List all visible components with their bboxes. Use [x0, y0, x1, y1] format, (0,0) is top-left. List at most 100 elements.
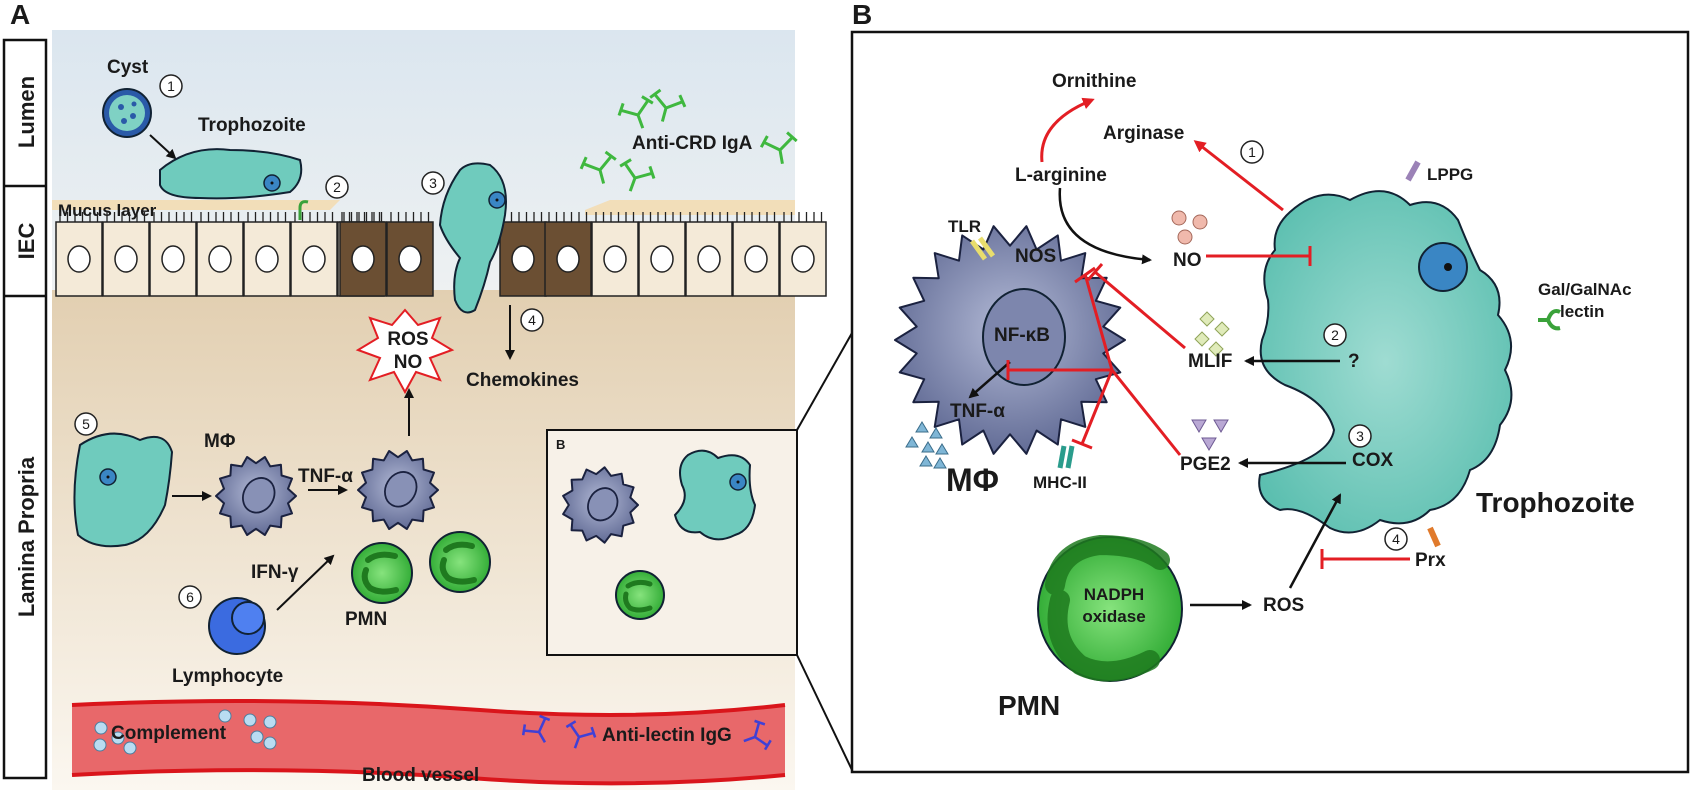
- trophozoite-label-b: Trophozoite: [1476, 487, 1635, 518]
- pmn-b: [1037, 534, 1183, 682]
- arginase-label: Arginase: [1103, 123, 1184, 144]
- macrophage-label-b: MΦ: [946, 462, 999, 498]
- no-label-a: NO: [394, 352, 423, 373]
- epithelial-cell: [732, 221, 780, 297]
- panel-a: A Lumen IEC Lamina Propria Mucus layer C…: [2, 0, 853, 790]
- macrophage-label-a: MΦ: [204, 431, 236, 452]
- trophozoite-lamina: [73, 432, 174, 548]
- anti-crd-iga-label: Anti-CRD IgA: [632, 133, 753, 154]
- region-lumen: Lumen: [14, 76, 39, 148]
- region-iec: IEC: [14, 223, 39, 260]
- epithelium: [55, 212, 827, 297]
- trophozoite-inset: [673, 449, 757, 541]
- inset-box-b: [546, 429, 798, 656]
- step-1-b: 1: [1240, 140, 1264, 164]
- trophozoite-nucleus: [1418, 242, 1468, 292]
- inset-b-label: B: [556, 437, 565, 452]
- panel-a-letter: A: [10, 0, 30, 30]
- ros-no-burst: [355, 308, 455, 395]
- pge2-label: PGE2: [1180, 454, 1231, 475]
- complement-molecules: [93, 709, 277, 755]
- pmn-a2: [429, 531, 491, 593]
- lppg-label: LPPG: [1427, 165, 1473, 184]
- galnac-label-1: Gal/GalNAc: [1538, 280, 1632, 299]
- svg-text:6: 6: [186, 589, 194, 605]
- epithelial-cell: [386, 221, 434, 297]
- mlif-molecules: [1194, 311, 1230, 357]
- tnf-triangles: [905, 421, 949, 469]
- tlr-marker: [969, 239, 988, 261]
- nadph-label-1: NADPH: [1084, 585, 1144, 604]
- mlif-label: MLIF: [1188, 351, 1232, 372]
- anti-lectin-igg-label: Anti-lectin IgG: [602, 725, 732, 746]
- region-bar: [2, 38, 48, 780]
- step-4-a: 4: [520, 308, 544, 332]
- svg-text:2: 2: [333, 179, 341, 195]
- pmn-a1: [351, 542, 413, 604]
- step-2-b: 2: [1323, 323, 1347, 347]
- ros-label-b: ROS: [1263, 595, 1304, 616]
- step-6-a: 6: [178, 585, 202, 609]
- larginine-label: L-arginine: [1015, 165, 1107, 186]
- mhc-marker: [1057, 445, 1067, 469]
- question-label: ?: [1348, 351, 1360, 372]
- lymphocyte-label: Lymphocyte: [172, 666, 283, 687]
- epithelial-cell: [499, 221, 547, 297]
- svg-text:1: 1: [1248, 144, 1256, 160]
- step-1-a: 1: [159, 74, 183, 98]
- macrophage-a2: [357, 450, 439, 530]
- region-lamina-propria: Lamina Propria: [14, 456, 39, 617]
- tnf-label-b: TNF-α: [950, 401, 1005, 422]
- cox-label: COX: [1352, 450, 1394, 471]
- step-5-a: 5: [74, 412, 98, 436]
- step-2-a: 2: [325, 175, 349, 199]
- svg-text:4: 4: [1392, 531, 1400, 547]
- pge2-molecules: [1191, 419, 1229, 451]
- no-label-b: NO: [1173, 250, 1202, 271]
- step-3-a: 3: [421, 171, 445, 195]
- inhibition-lines: [1006, 263, 1186, 456]
- panel-b: B LPPG Gal/GalNAc lectin Trophozoite NF-…: [850, 0, 1690, 774]
- panel-b-letter: B: [852, 0, 872, 30]
- nos-label: NOS: [1015, 246, 1056, 267]
- chemokines-label: Chemokines: [466, 370, 579, 391]
- complement-label: Complement: [111, 723, 227, 744]
- svg-text:1: 1: [167, 78, 175, 94]
- blood-vessel-label: Blood vessel: [362, 765, 479, 786]
- ros-label-a: ROS: [387, 329, 428, 350]
- trophozoite-label: Trophozoite: [198, 115, 306, 136]
- pmn-inset: [615, 570, 665, 620]
- trophozoite-lumen: [159, 148, 303, 200]
- pmn-label-a: PMN: [345, 609, 387, 630]
- step-3-b: 3: [1348, 424, 1372, 448]
- svg-text:2: 2: [1331, 327, 1339, 343]
- cyst: [102, 88, 152, 138]
- prx-marker: [1427, 526, 1441, 548]
- svg-text:5: 5: [82, 416, 90, 432]
- ifn-label: IFN-γ: [251, 562, 299, 583]
- no-molecules: [1171, 210, 1208, 245]
- step-4-b: 4: [1384, 527, 1408, 551]
- tlr-label: TLR: [948, 217, 981, 236]
- svg-text:3: 3: [429, 175, 437, 191]
- ornithine-label: Ornithine: [1052, 71, 1136, 92]
- svg-text:3: 3: [1356, 428, 1364, 444]
- galnac-lectin-marker: [1538, 309, 1561, 331]
- lppg-marker: [1405, 160, 1421, 182]
- macrophage-inset: [562, 466, 639, 544]
- arginase-induction-arrow: [1193, 140, 1284, 212]
- cyst-label: Cyst: [107, 57, 149, 78]
- macrophage-a1: [215, 456, 297, 536]
- pmn-label-b: PMN: [998, 690, 1060, 721]
- nos-arrow: [1058, 187, 1152, 265]
- nfkb-label: NF-κB: [994, 325, 1050, 346]
- svg-text:4: 4: [528, 312, 536, 328]
- tnf-label-a: TNF-α: [298, 466, 353, 487]
- macrophage-nucleus-b: [982, 288, 1066, 386]
- arginase-conversion-arrow: [1040, 97, 1095, 163]
- lymphocyte: [208, 597, 266, 655]
- mhc-label: MHC-II: [1033, 473, 1087, 492]
- prx-label: Prx: [1415, 550, 1446, 571]
- nadph-label-2: oxidase: [1082, 607, 1145, 626]
